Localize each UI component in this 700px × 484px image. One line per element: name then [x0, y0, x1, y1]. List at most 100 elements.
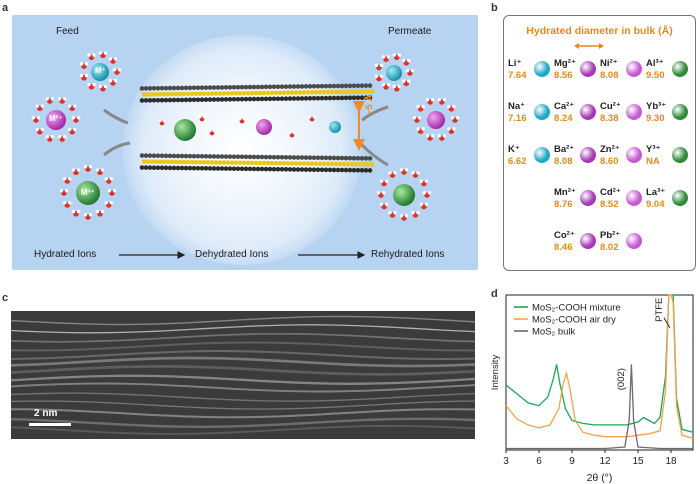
ion-diameter-value: 8.08	[554, 156, 573, 167]
ion-sphere	[534, 104, 550, 120]
ion-name: Na⁺	[508, 101, 526, 112]
stage-rehydrated: Rehydrated Ions	[371, 249, 445, 260]
ion-diameter-value: 8.46	[554, 242, 573, 253]
stage-dehydrated: Dehydrated Ions	[195, 249, 269, 260]
schematic-graphics	[31, 51, 460, 259]
ion-diameter-value: 9.30	[646, 113, 665, 124]
series-line-1	[505, 294, 694, 439]
scale-bar	[29, 423, 71, 426]
ion-diameter-value: 7.64	[508, 70, 527, 81]
ion-sphere	[672, 61, 688, 77]
channel-trivalent-ion	[174, 119, 196, 141]
ion-sphere	[626, 61, 642, 77]
x-axis-label: 2θ (°)	[587, 472, 613, 484]
ion-sphere	[534, 61, 550, 77]
ion-sphere	[626, 190, 642, 206]
ion-name: Co²⁺	[554, 230, 575, 241]
panel-letter-c: c	[2, 292, 9, 304]
m2-label: M²⁺	[49, 114, 63, 123]
double-arrow-icon	[574, 43, 604, 49]
hydrated-diameter-table: Hydrated diameter in bulk (Å) Li⁺7.64 Mg²…	[503, 15, 696, 271]
legend-entry: MoS₂-COOH air dry	[532, 315, 616, 326]
channel-monovalent-ion	[329, 121, 341, 133]
ion-sphere	[672, 104, 688, 120]
ion-diameter-value: 8.38	[600, 113, 619, 124]
ion-sphere	[580, 104, 596, 120]
ion-name: Ba²⁺	[554, 144, 575, 155]
ion-name: Y³⁺	[646, 144, 661, 155]
feed-m2-ion	[46, 110, 66, 130]
x-tick-label: 12	[599, 456, 611, 467]
curve-arrow-4	[360, 143, 389, 167]
ion-sphere	[626, 104, 642, 120]
panel-letter-a: a	[2, 2, 9, 14]
permeate-label: Permeate	[388, 26, 432, 37]
ion-sphere	[626, 233, 642, 249]
ion-name: Zn²⁺	[600, 144, 620, 155]
xrd-chart: 3 6 9 12 15 18 2θ (°) Intensity MoS₂-COOH mixtur…	[490, 294, 694, 484]
ion-name: Pb²⁺	[600, 230, 621, 241]
feed-m3-ion	[76, 181, 100, 205]
feed-label: Feed	[56, 26, 79, 37]
mos2-bottom-layer	[139, 153, 375, 173]
ion-sphere	[580, 61, 596, 77]
ion-sphere	[672, 147, 688, 163]
ion-diameter-value: 8.02	[600, 242, 619, 253]
ptfe-peak-label: PTFE	[654, 298, 665, 322]
x-tick-label: 15	[632, 456, 644, 467]
ion-name: Li⁺	[508, 58, 522, 69]
feed-m1-ion	[91, 63, 109, 81]
ion-diameter-value: 6.62	[508, 156, 527, 167]
ion-diameter-value: 8.24	[554, 113, 573, 124]
panel-letter-b: b	[491, 2, 498, 14]
permeate-magenta-ion	[427, 111, 445, 129]
ion-diameter-value: 8.76	[554, 199, 573, 210]
mos2-top-layer	[139, 83, 375, 103]
ion-sieving-schematic: Feed Permeate ~	[12, 15, 478, 270]
panel-letter-d: d	[491, 288, 498, 300]
ion-name: Ni²⁺	[600, 58, 618, 69]
ion-sphere	[580, 147, 596, 163]
y-axis-label: Intensity	[490, 355, 501, 391]
ion-name: Ca²⁺	[554, 101, 575, 112]
x-tick-label: 6	[536, 456, 542, 467]
series-line-2	[506, 364, 693, 450]
legend-entry: MoS₂ bulk	[532, 327, 576, 338]
permeate-cyan-ion	[386, 65, 402, 81]
m1-label: M⁺	[95, 66, 106, 75]
ion-diameter-value: 8.52	[600, 199, 619, 210]
ion-name: K⁺	[508, 144, 520, 155]
water-molecules	[31, 51, 460, 221]
ion-diameter-value: 8.56	[554, 70, 573, 81]
ion-sphere	[580, 190, 596, 206]
ion-name: Mg²⁺	[554, 58, 576, 69]
legend-entry: MoS₂-COOH mixture	[532, 303, 621, 314]
curve-arrow-2	[103, 141, 131, 157]
ion-name: Yb³⁺	[646, 101, 667, 112]
scale-bar-label: 2 nm	[34, 408, 58, 419]
peak-002-label: (002)	[616, 368, 627, 390]
x-tick-label: 3	[503, 456, 509, 467]
ion-diameter-value: 8.60	[600, 156, 619, 167]
ion-diameter-value: 9.04	[646, 199, 665, 210]
ion-diameter-value: 9.50	[646, 70, 665, 81]
ion-diameter-value: 8.08	[600, 70, 619, 81]
ion-sphere	[672, 190, 688, 206]
ion-diameter-value: NA	[646, 156, 660, 167]
ion-sphere	[580, 233, 596, 249]
x-tick-label: 18	[665, 456, 677, 467]
schematic-glow	[122, 35, 362, 265]
table-title: Hydrated diameter in bulk (Å)	[526, 25, 673, 37]
x-tick-label: 9	[569, 456, 575, 467]
ptfe-pointer-arrow	[663, 317, 671, 329]
curve-arrow-1	[103, 108, 129, 125]
ion-diameter-value: 7.16	[508, 113, 527, 124]
ion-name: Cu²⁺	[600, 101, 621, 112]
ion-name: Cd²⁺	[600, 187, 621, 198]
tem-image: 2 nm	[11, 311, 475, 439]
ion-sphere	[534, 147, 550, 163]
stage-hydrated: Hydrated Ions	[34, 249, 97, 260]
ion-name: Al³⁺	[646, 58, 664, 69]
ion-sphere	[626, 147, 642, 163]
channel-divalent-ion	[256, 119, 272, 135]
